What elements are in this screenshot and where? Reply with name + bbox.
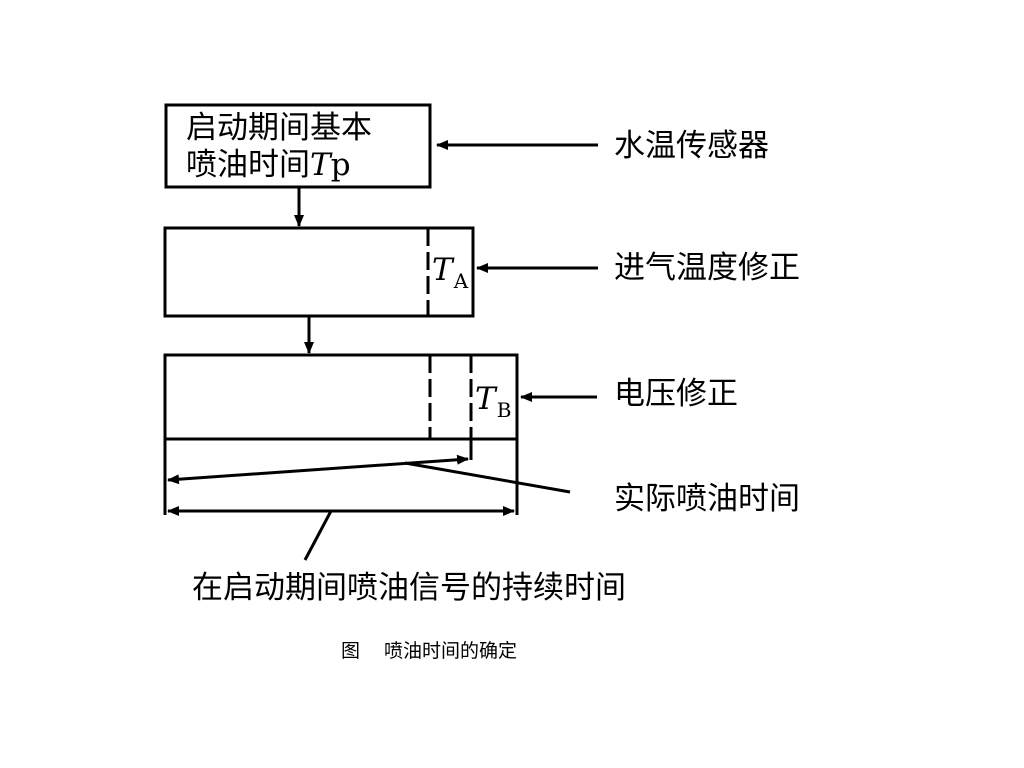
actual-injection-leader — [404, 461, 571, 494]
actual-injection-time-label: 实际喷油时间 — [614, 481, 800, 517]
ta-variable: T — [432, 252, 453, 288]
water-temp-sensor-label: 水温传感器 — [614, 128, 769, 164]
figure-caption: 图 喷油时间的确定 — [341, 642, 517, 661]
caption-text: 喷油时间的确定 — [384, 640, 518, 662]
tp-subscript: p — [330, 147, 351, 183]
box1-line2-prefix: 喷油时间 — [186, 147, 310, 183]
box1-line1: 启动期间基本 — [186, 110, 372, 146]
ta-subscript: A — [453, 269, 469, 293]
intake-temp-correction-label: 进气温度修正 — [614, 250, 800, 286]
caption-prefix: 图 — [341, 640, 361, 662]
voltage-correction-label: 电压修正 — [614, 376, 738, 412]
voltage-box — [163, 353, 519, 441]
signal-duration-label: 在启动期间喷油信号的持续时间 — [192, 570, 626, 606]
tp-variable: T — [310, 147, 331, 183]
signal-duration-leader — [303, 510, 333, 561]
tb-variable: T — [475, 381, 496, 417]
ta-label: TA — [432, 252, 468, 292]
tb-subscript: B — [496, 398, 512, 422]
box1-line2: 喷油时间Tp — [186, 150, 351, 181]
tb-label: TB — [475, 381, 511, 421]
actual-injection-span — [167, 454, 469, 485]
intake-temp-box — [163, 226, 475, 318]
